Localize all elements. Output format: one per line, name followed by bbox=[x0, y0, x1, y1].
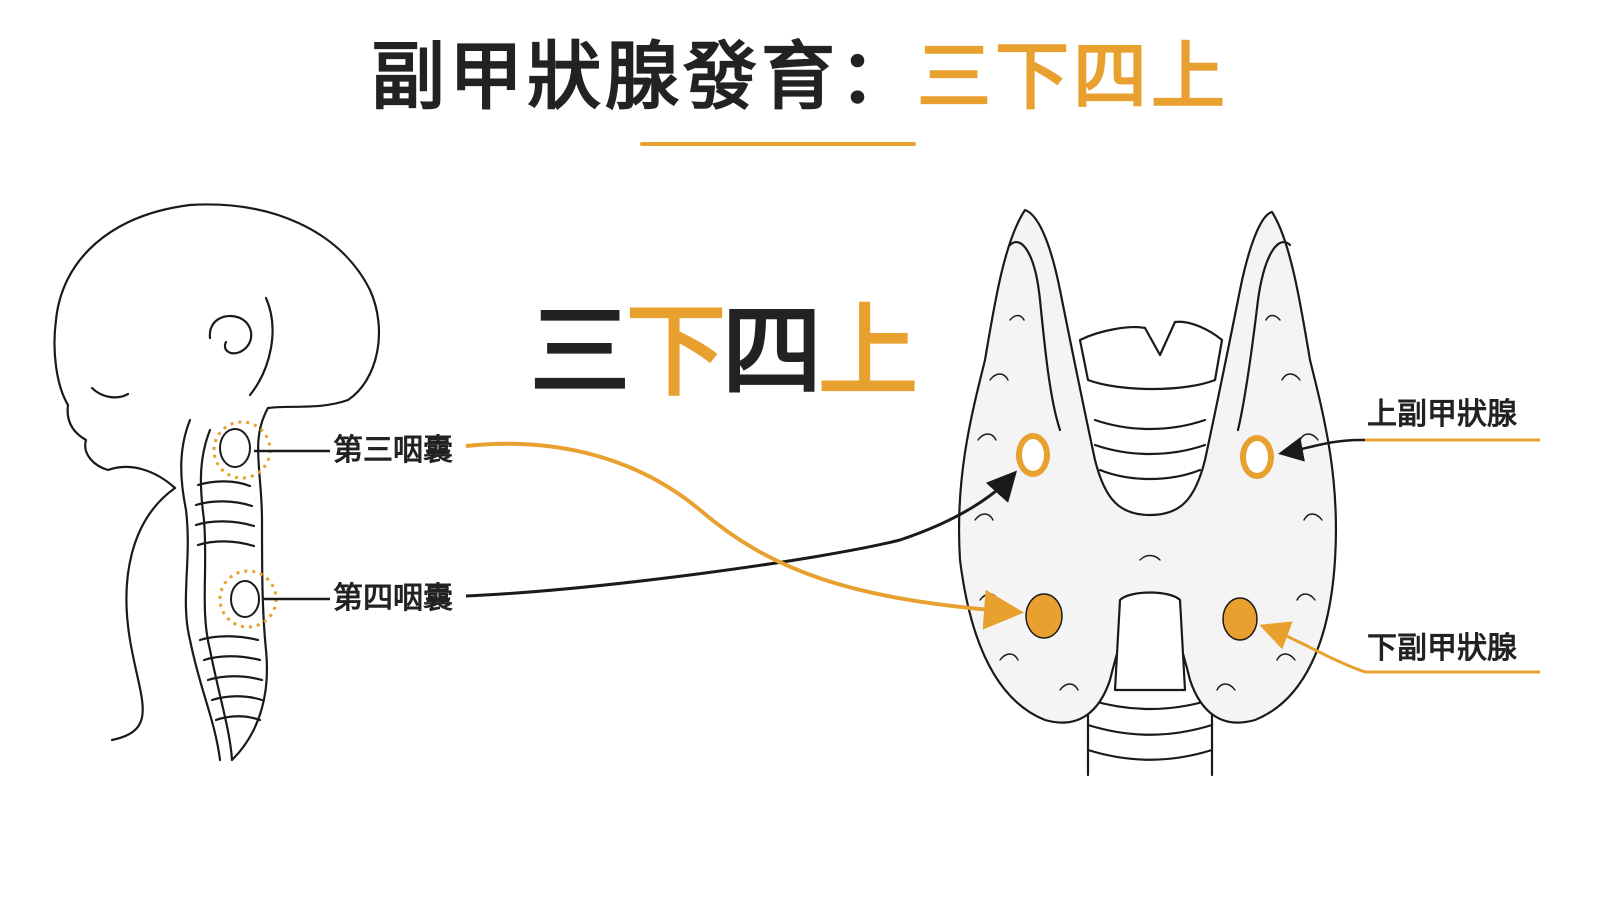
embryo-segment bbox=[214, 715, 262, 722]
embryo-segment bbox=[206, 675, 264, 682]
arrow-fourth-to-superior bbox=[465, 470, 1018, 598]
embryo-illustration bbox=[53, 203, 381, 762]
thyroid-illustration bbox=[957, 208, 1338, 777]
inferior-parathyroid-left bbox=[1025, 593, 1063, 639]
embryo-segment bbox=[198, 635, 260, 642]
superior-parathyroid-left bbox=[1016, 433, 1050, 477]
title-highlight: 三下四上 bbox=[917, 34, 1229, 120]
arrow-third-to-inferior bbox=[465, 441, 1024, 630]
inferior-parathyroid-right bbox=[1222, 597, 1258, 641]
inferior-label-leader bbox=[1259, 621, 1366, 674]
embryo-neck-line-2 bbox=[199, 428, 234, 762]
superior-label-leader bbox=[1278, 437, 1365, 462]
mnemonic-char-1: 三 bbox=[530, 293, 630, 410]
embryo-front-outline bbox=[110, 486, 177, 742]
embryo-segment bbox=[196, 540, 256, 548]
embryo-neck-line-1 bbox=[180, 418, 222, 762]
mnemonic-char-3: 四 bbox=[722, 293, 822, 410]
embryo-ear bbox=[208, 314, 253, 355]
third-pharyngeal-pouch bbox=[212, 420, 330, 480]
embryo-back-outline bbox=[230, 406, 270, 762]
thyroid-gland bbox=[957, 208, 1338, 724]
page-title: 副甲狀腺發育：三下四上 bbox=[0, 32, 1600, 122]
label-third-pouch: 第三咽囊 bbox=[333, 433, 453, 468]
embryo-eye bbox=[90, 386, 130, 399]
mnemonic: 三下四上 bbox=[530, 292, 918, 412]
label-fourth-pouch: 第四咽囊 bbox=[333, 581, 453, 616]
superior-parathyroid-right bbox=[1240, 435, 1274, 479]
embryo-skull-line bbox=[248, 296, 274, 397]
title-colon: ： bbox=[839, 34, 917, 120]
embryo-segment bbox=[194, 520, 256, 528]
embryo-segment bbox=[210, 695, 264, 702]
mnemonic-char-4: 上 bbox=[818, 293, 918, 410]
label-superior-parathyroid: 上副甲狀腺 bbox=[1367, 397, 1517, 432]
title-main: 副甲狀腺發育 bbox=[371, 34, 839, 120]
embryo-segment bbox=[194, 500, 254, 508]
mnemonic-char-2: 下 bbox=[626, 293, 726, 410]
fourth-pharyngeal-pouch bbox=[218, 569, 330, 629]
embryo-segment bbox=[202, 655, 262, 662]
label-inferior-parathyroid: 下副甲狀腺 bbox=[1367, 631, 1517, 666]
embryo-head-outline bbox=[53, 203, 381, 490]
thyroid-cartilage bbox=[1078, 320, 1224, 391]
embryo-segment bbox=[196, 480, 252, 488]
